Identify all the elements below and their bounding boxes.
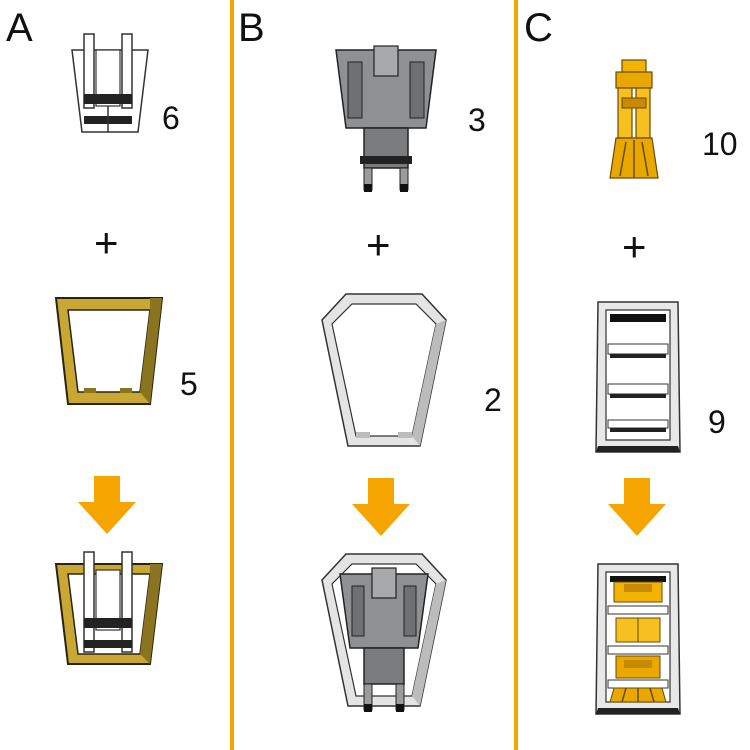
assembly-arrow-b	[352, 478, 410, 536]
assembly-result-a	[54, 551, 164, 665]
plus-sign-a: +	[94, 219, 119, 266]
plus-sign-b: +	[366, 221, 391, 268]
part-number-5: 5	[180, 366, 198, 402]
part-5-gold-frame	[54, 297, 164, 405]
part-number-10: 10	[702, 126, 738, 162]
panel-c-letter: C	[524, 6, 553, 50]
assembly-result-b	[321, 553, 447, 712]
assembly-result-c	[595, 563, 681, 715]
plus-sign-c: +	[622, 223, 647, 270]
panel-divider-ab	[230, 0, 234, 750]
part-number-9: 9	[708, 404, 726, 440]
part-3-grey-block	[335, 45, 437, 192]
part-10-yellow-piece	[609, 59, 659, 179]
panel-a-letter: A	[6, 6, 33, 50]
part-6-white-clip	[71, 33, 149, 133]
part-number-2: 2	[484, 382, 502, 418]
part-2-white-frame	[321, 293, 447, 447]
assembly-arrow-c	[608, 478, 666, 536]
assembly-arrow-a	[78, 476, 136, 534]
part-number-6: 6	[162, 100, 180, 136]
part-9-white-ladder	[595, 301, 681, 453]
panel-divider-bc	[514, 0, 518, 750]
part-number-3: 3	[468, 102, 486, 138]
panel-b-letter: B	[238, 6, 265, 50]
